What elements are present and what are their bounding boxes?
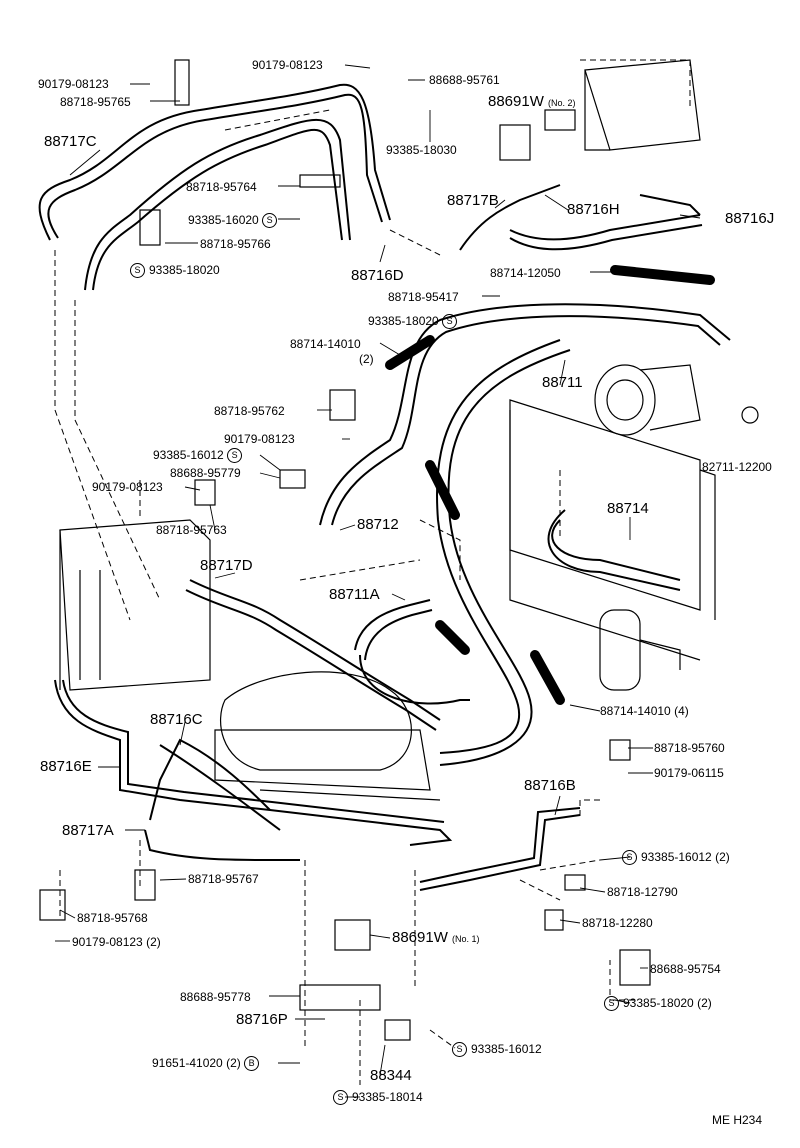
label-88711: 88711: [542, 374, 583, 391]
s-symbol: S: [227, 448, 243, 464]
leader-lines: [55, 64, 701, 1098]
label-88711a: 88711A: [329, 586, 380, 603]
label-90179-08123-c: 90179-08123: [224, 432, 295, 446]
label-88688-95754: 88688-95754: [650, 962, 721, 976]
label-90179-08123-2: 90179-08123 (2): [72, 935, 161, 949]
s-symbol: S: [262, 213, 278, 229]
label-90179-08123-a: 90179-08123: [38, 77, 109, 91]
label-88717c: 88717C: [44, 133, 97, 150]
label-88691w-no2: 88691W (No. 2): [488, 93, 576, 110]
compressor-outline: [594, 364, 701, 436]
label-88716p: 88716P: [236, 1011, 288, 1028]
label-88718-95762: 88718-95762: [214, 404, 285, 418]
label-88714-14010-qty: (2): [359, 352, 374, 366]
label-93385-16012-a: 93385-16012 S: [153, 448, 246, 464]
label-88688-95761: 88688-95761: [429, 73, 500, 87]
label-88712: 88712: [357, 516, 399, 533]
corrugated-hose: [610, 265, 715, 285]
tank-outline: [584, 59, 701, 151]
label-88716c: 88716C: [150, 711, 203, 728]
label-82711-12200: 82711-12200: [702, 460, 772, 474]
label-88716b: 88716B: [524, 777, 576, 794]
label-88716h: 88716H: [567, 201, 620, 218]
label-88718-95767: 88718-95767: [188, 872, 259, 886]
short-hoses: [385, 335, 565, 705]
engine-outline: [214, 671, 441, 801]
dashed-leaders: [54, 59, 691, 1085]
hose-lines: [38, 83, 731, 891]
label-88688-95779: 88688-95779: [170, 466, 241, 480]
label-88716d: 88716D: [351, 267, 404, 284]
label-88718-95763: 88718-95763: [156, 523, 227, 537]
s-symbol: S: [442, 314, 458, 330]
label-88716e: 88716E: [40, 758, 92, 775]
s-symbol: S: [452, 1042, 467, 1058]
drawing-code: ME H234: [712, 1113, 763, 1127]
label-88718-95764: 88718-95764: [186, 180, 257, 194]
label-90179-06115: 90179-06115: [654, 766, 724, 780]
label-88718-12280: 88718-12280: [582, 916, 653, 930]
s-symbol: S: [604, 996, 619, 1012]
s-symbol: S: [130, 263, 145, 279]
label-88344: 88344: [370, 1067, 412, 1084]
label-93385-16020: 93385-16020 S: [188, 213, 281, 229]
drier-outline: [599, 609, 681, 691]
s-symbol: S: [333, 1090, 348, 1106]
label-88691w-no1: 88691W (No. 1): [392, 929, 480, 946]
evaporator-outline: [59, 519, 211, 691]
s-symbol: S: [622, 850, 637, 866]
label-93385-18030: 93385-18030: [386, 143, 457, 157]
label-88718-95417: 88718-95417: [388, 290, 459, 304]
label-88714-12050: 88714-12050: [490, 266, 561, 280]
label-88717b: 88717B: [447, 192, 499, 209]
label-88716j: 88716J: [725, 210, 775, 227]
label-88717d: 88717D: [200, 557, 253, 574]
condenser-outline: [509, 399, 716, 661]
label-93385-18020-b: 93385-18020 S: [368, 314, 461, 330]
label-88718-95765: 88718-95765: [60, 95, 131, 109]
label-90179-08123-b: 90179-08123: [252, 58, 323, 72]
label-91651-41020: 91651-41020 (2) B: [152, 1056, 263, 1072]
label-88714-14010-4: 88714-14010 (4): [600, 704, 689, 718]
b-symbol: B: [244, 1056, 260, 1072]
label-88718-95760: 88718-95760: [654, 741, 725, 755]
label-88718-95766: 88718-95766: [200, 237, 271, 251]
label-88718-12790: 88718-12790: [607, 885, 678, 899]
label-88714-14010: 88714-14010: [290, 337, 361, 351]
label-88718-95768: 88718-95768: [77, 911, 148, 925]
label-90179-08123-d: 90179-08123: [92, 480, 163, 494]
label-88714: 88714: [607, 500, 649, 517]
label-88688-95778: 88688-95778: [180, 990, 251, 1004]
label-88717a: 88717A: [62, 822, 114, 839]
